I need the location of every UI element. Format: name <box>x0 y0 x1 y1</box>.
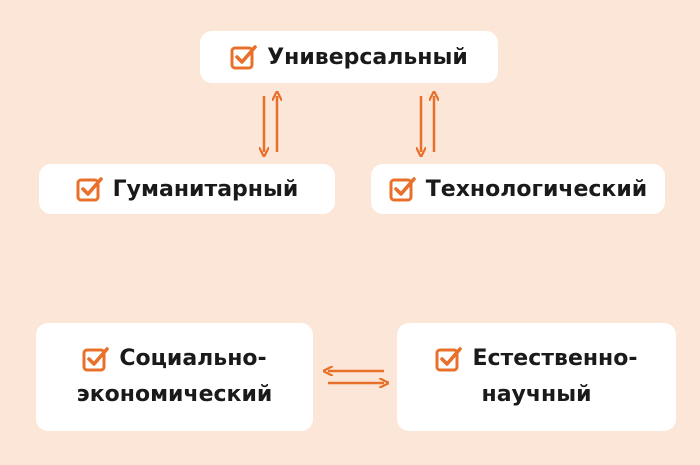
checkbox-checked-icon <box>230 43 258 71</box>
node-natural-label-line2: научный <box>481 382 592 407</box>
checkbox-checked-icon <box>389 175 417 203</box>
checkbox-checked-icon <box>82 345 110 373</box>
node-universal-label: Универсальный <box>267 44 468 70</box>
node-natural-science: Естественно- научный <box>397 323 676 431</box>
node-humanities-label: Гуманитарный <box>112 176 299 202</box>
node-social-label-line1: Социально- <box>119 346 267 371</box>
node-humanities: Гуманитарный <box>39 164 335 214</box>
node-technology-label: Технологический <box>425 176 648 202</box>
node-social-label-line2: экономический <box>76 382 273 407</box>
node-universal: Универсальный <box>200 31 498 83</box>
checkbox-checked-icon <box>435 345 463 373</box>
node-technology: Технологический <box>371 164 665 214</box>
checkbox-checked-icon <box>76 175 104 203</box>
node-social-economic: Социально- экономический <box>36 323 313 431</box>
node-natural-label-line1: Естественно- <box>472 346 638 371</box>
